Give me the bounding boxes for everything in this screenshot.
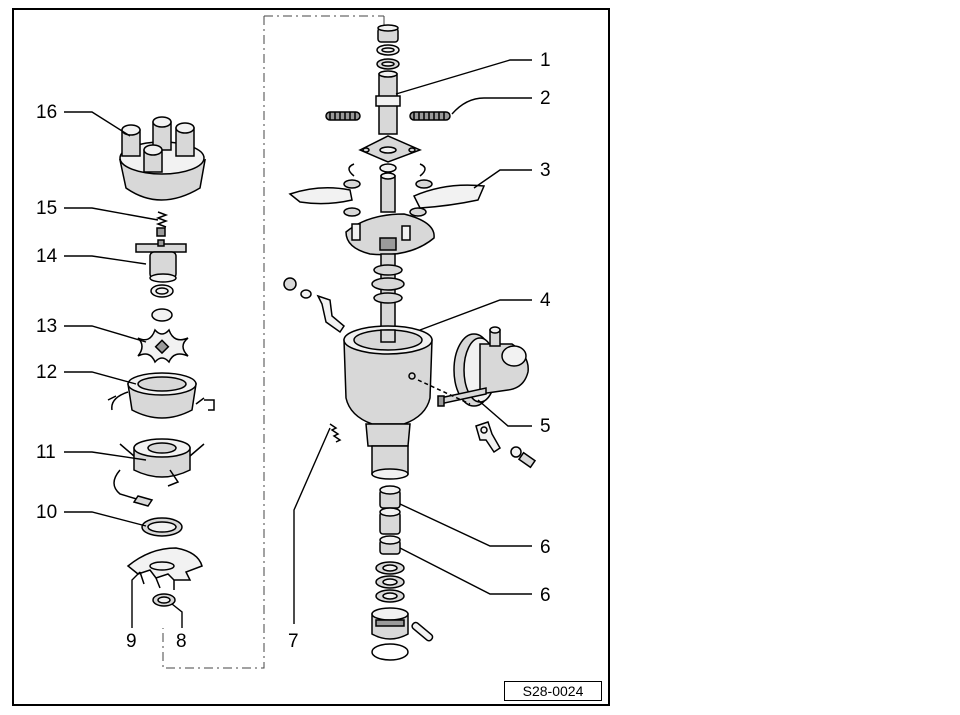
callout-13: 13: [36, 316, 57, 337]
distributor-cap: [118, 116, 206, 201]
o-ring: [371, 643, 409, 661]
callout-14: 14: [36, 246, 58, 267]
drive-dog: [371, 607, 409, 640]
callout-6-upper: 6: [540, 537, 551, 558]
callout-7: 7: [288, 631, 299, 652]
callout-11: 11: [36, 442, 56, 463]
callout-15: 15: [36, 198, 57, 219]
diagram-frame: [12, 8, 610, 706]
callout-12: 12: [36, 362, 57, 383]
distributor-housing: [343, 325, 433, 480]
rotor-arm: [135, 239, 187, 283]
shaft-cap: [377, 24, 399, 43]
flyweight-left: [288, 187, 353, 205]
seal-ring: [150, 284, 174, 298]
callout-6-lower: 6: [540, 585, 551, 606]
subassembly-boundary: [162, 15, 384, 669]
bushings: [379, 485, 401, 555]
callout-3: 3: [540, 160, 551, 181]
flyweight-right: [412, 184, 486, 209]
clamp-and-screw: [283, 277, 345, 334]
distributor-shaft: [375, 70, 401, 135]
callout-10: 10: [36, 502, 57, 523]
coil-spring: [329, 423, 342, 443]
callout-2: 2: [540, 88, 551, 109]
washer: [151, 308, 173, 322]
base-plate: [126, 547, 203, 581]
carbon-brush: [155, 211, 169, 237]
vacuum-unit: [417, 326, 529, 407]
callout-1: 1: [540, 50, 551, 71]
callout-4: 4: [540, 290, 551, 311]
advance-springs: [325, 111, 451, 121]
leader-lines: [64, 59, 532, 628]
callout-16: 16: [36, 102, 57, 123]
drive-pin: [411, 621, 434, 642]
callout-9: 9: [126, 631, 137, 652]
callout-5: 5: [540, 416, 551, 437]
figure-reference-code: S28-0024: [504, 681, 602, 701]
callout-8: 8: [176, 631, 187, 652]
contact-breaker: [113, 438, 205, 507]
breaker-ring: [107, 372, 215, 419]
